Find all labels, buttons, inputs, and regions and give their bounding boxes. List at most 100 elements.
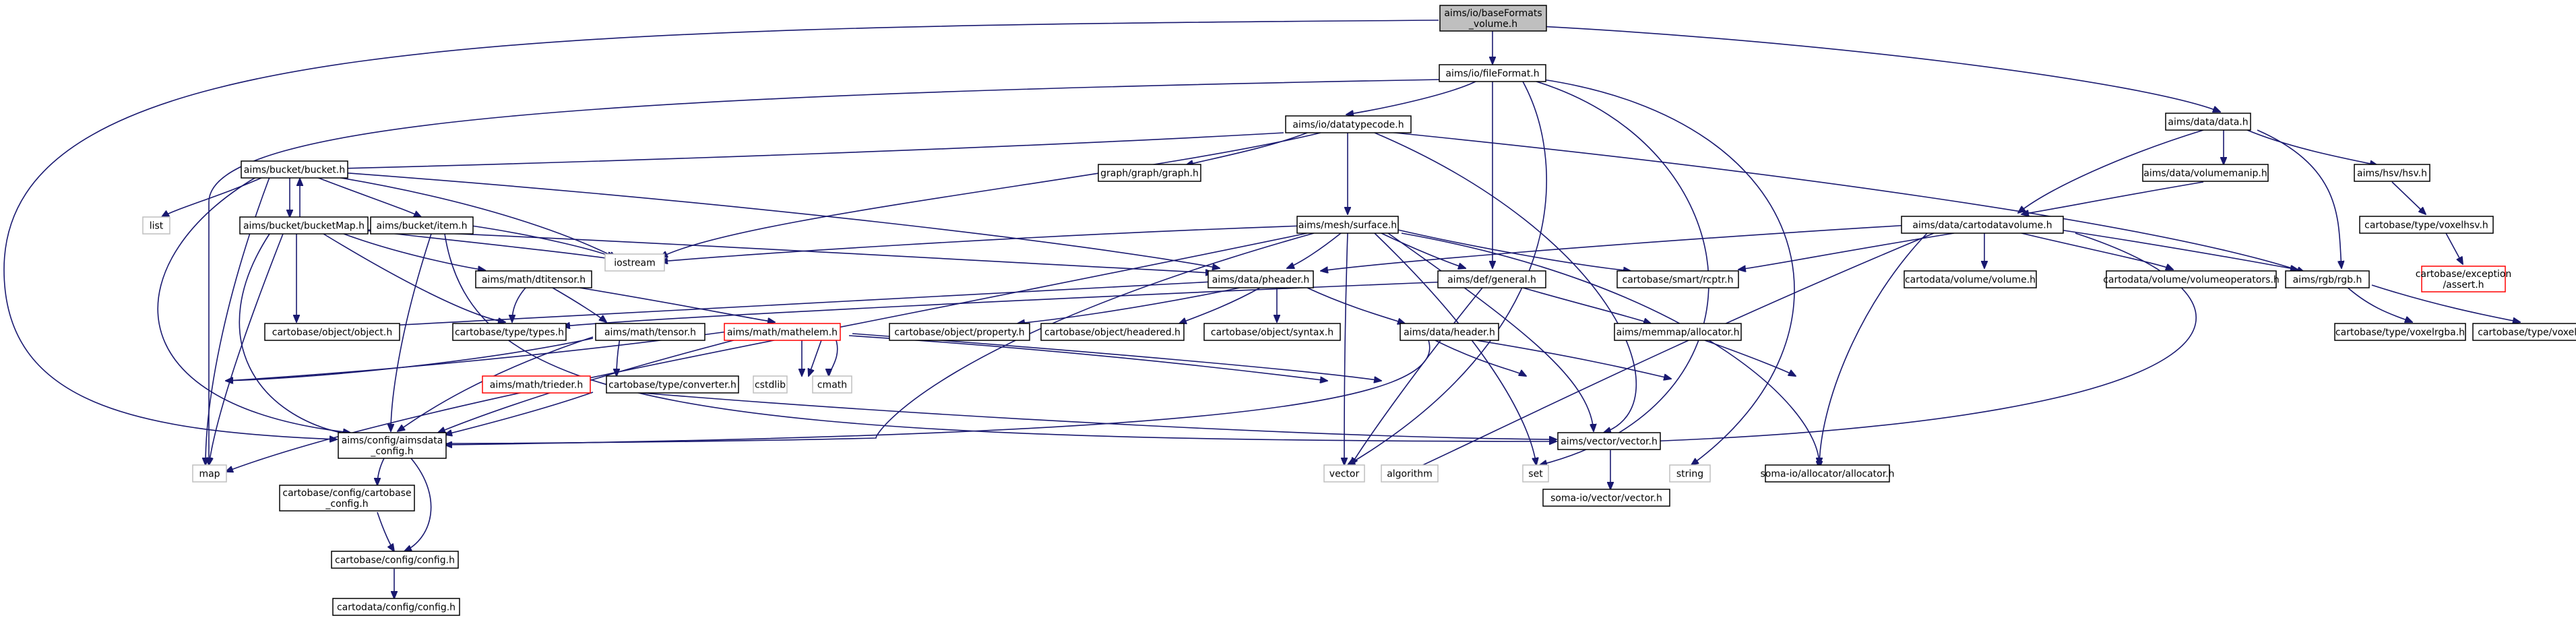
node-aimsdataconfig[interactable]: aims/config/aimsdata_config.h xyxy=(338,432,447,459)
node-fileformat[interactable]: aims/io/fileFormat.h xyxy=(1439,64,1546,82)
node-box xyxy=(1904,270,2037,288)
node-datatypecode[interactable]: aims/io/datatypecode.h xyxy=(1285,115,1412,133)
edge-datatypecode-iostream xyxy=(660,132,1321,257)
node-headered[interactable]: cartobase/object/headered.h xyxy=(1040,323,1185,341)
edge-datatypecode-graph xyxy=(1186,132,1308,165)
edge-header-set xyxy=(1435,340,1526,376)
node-label: _volume.h xyxy=(1468,19,1517,30)
node-box xyxy=(753,375,788,394)
node-graph[interactable]: graph/graph/graph.h xyxy=(1098,164,1201,182)
node-list[interactable]: list xyxy=(142,216,170,235)
node-volumeoperators[interactable]: cartodata/volume/volumeoperators.h xyxy=(2103,270,2280,288)
node-syntax[interactable]: cartobase/object/syntax.h xyxy=(1203,323,1341,341)
node-box xyxy=(332,598,460,616)
node-vector[interactable]: vector xyxy=(1323,464,1365,483)
node-dtitensor[interactable]: aims/math/dtitensor.h xyxy=(475,270,592,288)
node-cstdlib[interactable]: cstdlib xyxy=(753,375,788,394)
node-somavector[interactable]: soma-io/vector/vector.h xyxy=(1542,489,1670,507)
node-cmath[interactable]: cmath xyxy=(812,375,852,394)
node-box xyxy=(1614,323,1742,341)
edge-tensor-trieder xyxy=(617,338,621,376)
edge-mathelem-algorithm xyxy=(852,333,1381,381)
node-label: vector xyxy=(1329,469,1360,480)
node-box xyxy=(331,551,459,569)
node-box xyxy=(606,375,739,394)
node-data[interactable]: aims/data/data.h xyxy=(2165,113,2251,131)
node-box xyxy=(1616,270,1739,288)
node-label: aims/data/cartodatavolume.h xyxy=(1912,220,2052,231)
node-voxelhsv[interactable]: cartobase/type/voxelhsv.h xyxy=(2359,216,2494,234)
node-voxelrgb[interactable]: cartobase/type/voxelrgb.h xyxy=(2472,323,2576,341)
node-tensor[interactable]: aims/math/tensor.h xyxy=(595,323,705,341)
node-rcptr[interactable]: cartobase/smart/rcptr.h xyxy=(1616,270,1739,288)
node-label: aims/math/trieder.h xyxy=(490,380,583,391)
node-general[interactable]: aims/def/general.h xyxy=(1437,270,1546,288)
node-label: soma-io/allocator/allocator.h xyxy=(1760,469,1894,480)
node-rgb[interactable]: aims/rgb/rgb.h xyxy=(2285,270,2370,288)
node-root[interactable]: aims/io/baseFormats_volume.h xyxy=(1439,5,1547,32)
node-allocatorm[interactable]: aims/memmap/allocator.h xyxy=(1614,323,1742,341)
node-box xyxy=(604,253,665,272)
node-types[interactable]: cartobase/type/types.h xyxy=(452,323,567,341)
edge-item-aimsdataconfig xyxy=(391,233,432,431)
edge-general-vector xyxy=(1351,287,1483,465)
edge-mathelem-cmath xyxy=(829,338,838,376)
node-cartodatavolume[interactable]: aims/data/cartodatavolume.h xyxy=(1901,216,2064,234)
node-bucketmap[interactable]: aims/bucket/bucketMap.h xyxy=(239,216,369,235)
node-voxelrgba[interactable]: cartobase/type/voxelrgba.h xyxy=(2334,323,2466,341)
edge-allocatorm-somaalloc xyxy=(1704,340,1796,376)
node-volumemanip[interactable]: aims/data/volumemanip.h xyxy=(2142,164,2269,182)
node-label: cartobase/object/property.h xyxy=(894,328,1024,338)
node-mathelem[interactable]: aims/math/mathelem.h xyxy=(724,323,841,341)
edge-item-iostream xyxy=(471,225,615,257)
node-label: cartobase/exception xyxy=(2416,269,2512,280)
node-iostream[interactable]: iostream xyxy=(604,253,665,272)
node-box xyxy=(279,485,415,512)
node-box xyxy=(2165,113,2251,131)
node-box xyxy=(2472,323,2576,341)
node-box xyxy=(482,375,591,394)
node-label: soma-io/vector/vector.h xyxy=(1550,493,1662,504)
node-configh[interactable]: cartobase/config/config.h xyxy=(331,551,459,569)
node-label: aims/data/pheader.h xyxy=(1212,275,1310,286)
edge-fileformat-string xyxy=(1542,79,1795,465)
edge-aimsdataconfig-configh xyxy=(404,458,432,551)
node-label: cmath xyxy=(817,380,847,391)
edge-datatypecode-bucket xyxy=(340,132,1284,168)
node-box xyxy=(264,323,400,341)
node-label: cartobase/type/converter.h xyxy=(608,380,736,391)
node-label: aims/bucket/bucket.h xyxy=(244,165,346,176)
node-hsv[interactable]: aims/hsv/hsv.h xyxy=(2354,164,2430,182)
node-somaalloc[interactable]: soma-io/allocator/allocator.h xyxy=(1760,464,1895,483)
node-box xyxy=(1285,115,1412,133)
node-surface[interactable]: aims/mesh/surface.h xyxy=(1296,216,1399,234)
node-set[interactable]: set xyxy=(1522,464,1549,483)
edge-surface-rcptr xyxy=(1394,228,1631,271)
node-converter[interactable]: cartobase/type/converter.h xyxy=(606,375,739,394)
edge-pheader-header xyxy=(1307,287,1405,323)
node-bucket[interactable]: aims/bucket/bucket.h xyxy=(241,160,348,179)
node-box xyxy=(2359,216,2494,234)
node-cdvolume[interactable]: cartodata/volume/volume.h xyxy=(1904,270,2037,288)
node-cartodataconfig[interactable]: cartodata/config/config.h xyxy=(332,598,460,616)
node-label: aims/config/aimsdata xyxy=(342,435,443,446)
node-string[interactable]: string xyxy=(1669,464,1711,483)
edge-datatypecode-vectorh xyxy=(1374,132,1637,433)
node-vectorh[interactable]: aims/vector/vector.h xyxy=(1557,432,1661,450)
node-cartobaseconfig[interactable]: cartobase/config/cartobase_config.h xyxy=(279,485,415,512)
node-algorithm[interactable]: algorithm xyxy=(1381,464,1439,483)
node-pheader[interactable]: aims/data/pheader.h xyxy=(1207,270,1314,288)
node-header[interactable]: aims/data/header.h xyxy=(1400,323,1499,341)
node-item[interactable]: aims/bucket/item.h xyxy=(370,216,474,235)
node-property[interactable]: cartobase/object/property.h xyxy=(889,323,1030,341)
node-map[interactable]: map xyxy=(192,464,227,483)
node-assert[interactable]: cartobase/exception/assert.h xyxy=(2416,266,2512,292)
node-trieder[interactable]: aims/math/trieder.h xyxy=(482,375,591,394)
edge-mathelem-aimsdataconfig xyxy=(438,338,742,433)
edge-bucket-aimsdataconfig xyxy=(157,177,350,433)
node-label: _config.h xyxy=(370,446,413,457)
node-label: aims/math/dtitensor.h xyxy=(482,275,586,286)
node-box xyxy=(1522,464,1549,483)
node-objecth[interactable]: cartobase/object/object.h xyxy=(264,323,400,341)
